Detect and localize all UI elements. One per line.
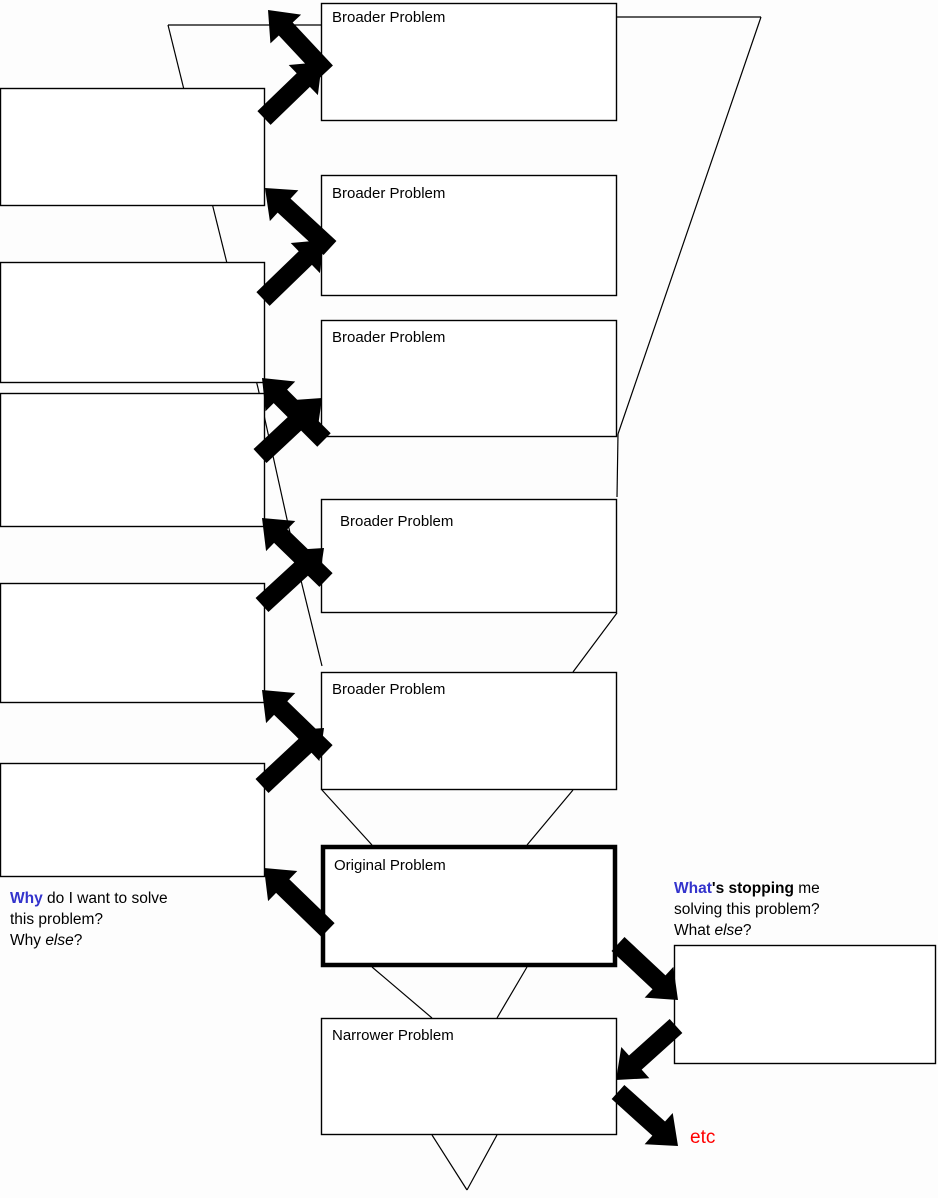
arrow-to-center-box-3	[253, 398, 323, 463]
problem-box-2[interactable]	[320, 174, 618, 297]
why-line1-rest: do I want to solve	[42, 890, 168, 907]
why-keyword: Why	[10, 890, 43, 907]
what-line3-pre: What	[674, 922, 715, 939]
etc-label: etc	[690, 1127, 716, 1148]
why-line3-emphasis: else	[45, 932, 74, 949]
what-line2: solving this problem?	[674, 901, 820, 918]
arrow-to-left-box-6	[264, 867, 335, 937]
why-caption: Why do I want to solve this problem? Why…	[10, 888, 168, 951]
funnel-right-seg-1	[616, 433, 619, 498]
arrow-to-narrower-box	[616, 1018, 683, 1080]
what-bold-rest: 's stopping	[711, 880, 794, 897]
problem-box-5[interactable]	[320, 671, 618, 791]
arrow-to-left-box-2	[265, 187, 337, 255]
funnel-left-seg-5	[371, 966, 433, 1019]
why-line2: this problem?	[10, 911, 104, 928]
arrows-group	[253, 10, 683, 1146]
arrow-to-etc	[611, 1084, 678, 1146]
funnel-right-seg-2	[572, 612, 618, 673]
problem-box-label-6: Original Problem	[334, 857, 446, 874]
what-line1-rest: me	[793, 880, 820, 897]
empty-box-left-1[interactable]	[0, 87, 266, 207]
what-line3-emphasis: else	[714, 922, 743, 939]
arrow-to-center-box-5	[255, 728, 325, 793]
arrow-to-center-box-1	[257, 62, 322, 125]
funnel-left-seg-4	[321, 789, 373, 846]
funnel-right-seg-3	[526, 789, 574, 846]
problem-box-label-5: Broader Problem	[332, 681, 446, 698]
problem-box-7[interactable]	[320, 1017, 618, 1136]
funnel-right-long	[617, 16, 762, 435]
arrow-to-center-box-4	[255, 548, 324, 612]
arrow-to-left-box-1	[267, 10, 333, 79]
problem-box-label-1: Broader Problem	[332, 9, 446, 26]
problem-box-6[interactable]	[320, 844, 618, 968]
why-line3-post: ?	[73, 932, 83, 949]
problem-box-1[interactable]	[320, 2, 618, 122]
problem-box-4[interactable]	[320, 498, 618, 614]
problem-box-label-4: Broader Problem	[340, 513, 454, 530]
what-caption: What's stopping me solving this problem?…	[674, 878, 820, 941]
empty-box-left-4[interactable]	[0, 582, 266, 704]
problem-box-label-2: Broader Problem	[332, 185, 446, 202]
funnel-right-seg-4	[496, 966, 528, 1019]
problem-box-label-3: Broader Problem	[332, 329, 446, 346]
funnel-right-seg-5	[466, 1134, 498, 1191]
empty-box-left-3[interactable]	[0, 392, 266, 528]
empty-box-right-1[interactable]	[673, 944, 937, 1065]
what-line3-post: ?	[742, 922, 752, 939]
empty-box-left-2[interactable]	[0, 261, 266, 384]
empty-box-left-5[interactable]	[0, 762, 266, 878]
why-line3-pre: Why	[10, 932, 46, 949]
arrow-to-right-box-1	[611, 937, 678, 1000]
boxes-group	[0, 2, 937, 1136]
funnel-left-seg-6	[431, 1134, 468, 1191]
problem-box-label-7: Narrower Problem	[332, 1027, 454, 1044]
what-keyword: What	[674, 880, 712, 897]
arrow-to-center-box-2	[256, 239, 325, 306]
problem-box-3[interactable]	[320, 319, 618, 438]
